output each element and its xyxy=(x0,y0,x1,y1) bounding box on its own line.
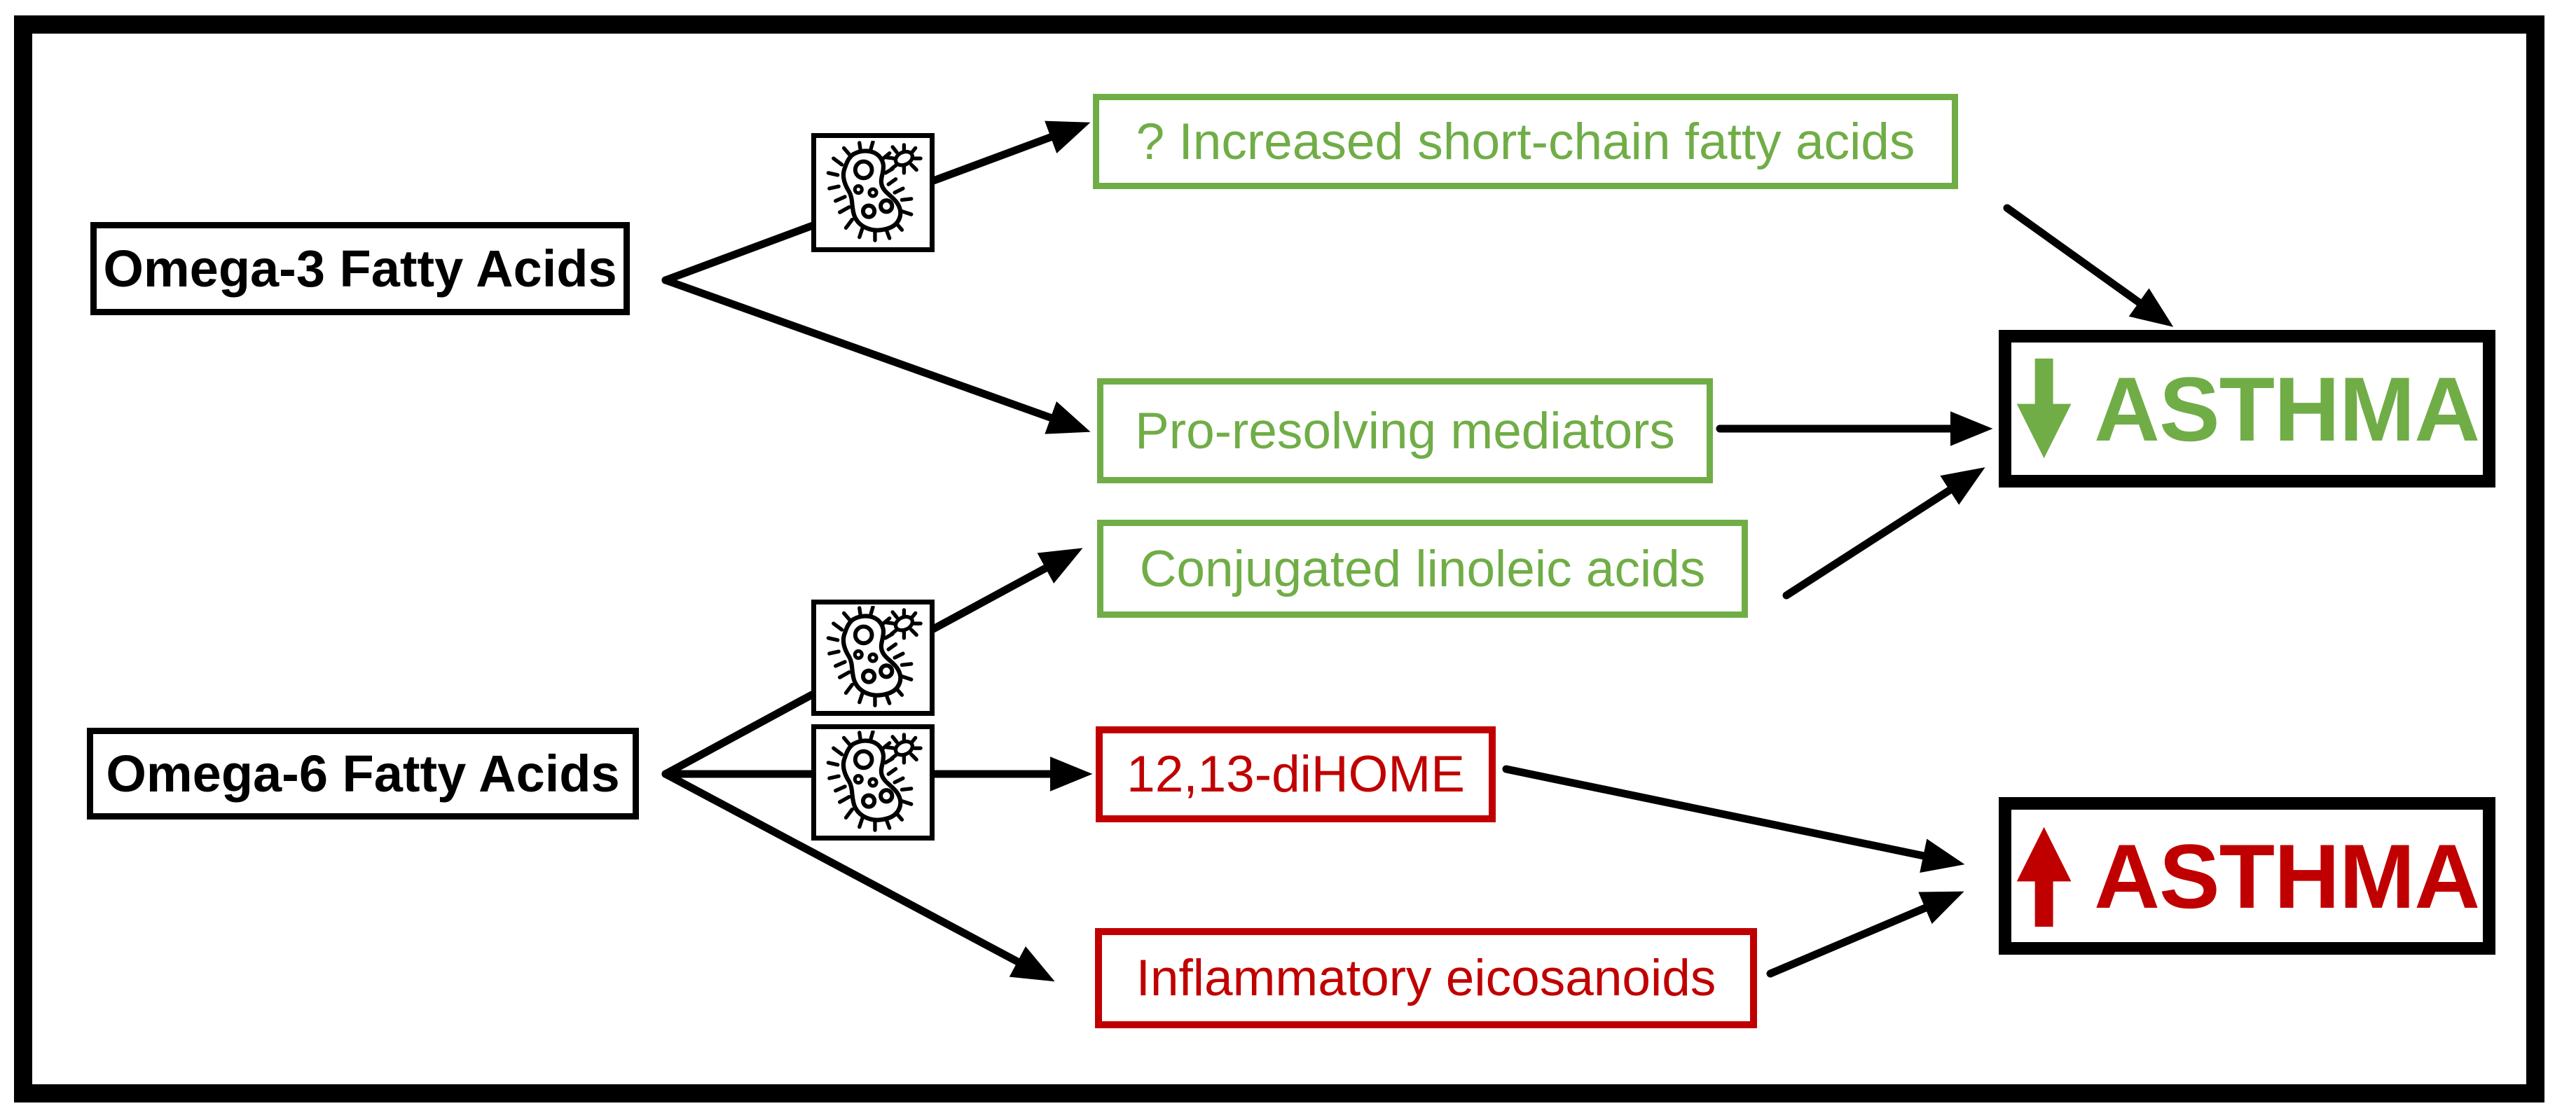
microbiome-icon-tile-omega6-upper xyxy=(811,600,935,716)
up-block-arrow-icon xyxy=(2016,827,2072,927)
pro-resolving-mediators-box: Pro-resolving mediators xyxy=(1097,378,1713,483)
arrow-omega6-to-eicosanoids xyxy=(661,770,1055,982)
arrow-omega3-to-spm xyxy=(661,276,1091,434)
decreased-asthma-box: ASTHMA xyxy=(1999,330,2495,488)
dihome-label: 12,13-diHOME xyxy=(1127,746,1465,803)
omega6-label: Omega-6 Fatty Acids xyxy=(106,744,620,803)
bacteria-icon xyxy=(821,141,925,244)
bacteria-icon xyxy=(821,606,925,710)
omega6-fatty-acids-box: Omega-6 Fatty Acids xyxy=(87,728,639,820)
bacteria-icon xyxy=(821,731,925,834)
arrow-cla-to-asthma-down xyxy=(1782,467,1985,600)
diagram-border xyxy=(14,15,2544,1102)
asthma-up-label: ASTHMA xyxy=(2094,824,2480,927)
down-block-arrow-icon xyxy=(2016,358,2072,458)
inflammatory-eicosanoids-box: Inflammatory eicosanoids xyxy=(1095,928,1757,1028)
spm-label: Pro-resolving mediators xyxy=(1135,402,1675,459)
cla-label: Conjugated linoleic acids xyxy=(1139,540,1706,597)
omega3-fatty-acids-box: Omega-3 Fatty Acids xyxy=(90,222,630,315)
increased-asthma-box: ASTHMA xyxy=(1999,797,2495,955)
dihome-box: 12,13-diHOME xyxy=(1096,726,1496,822)
conjugated-linoleic-acids-box: Conjugated linoleic acids xyxy=(1097,520,1748,618)
eicosanoids-label: Inflammatory eicosanoids xyxy=(1136,950,1716,1007)
microbiome-icon-tile-omega3 xyxy=(811,133,935,252)
short-chain-fatty-acids-box: ? Increased short-chain fatty acids xyxy=(1093,94,1958,189)
arrow-scfa-to-asthma-down xyxy=(2003,204,2174,327)
arrow-eicosanoids-to-asthma-up xyxy=(1766,891,1964,978)
scfa-label: ? Increased short-chain fatty acids xyxy=(1136,113,1915,170)
omega3-label: Omega-3 Fatty Acids xyxy=(103,239,617,298)
arrow-dihome-to-asthma-up xyxy=(1502,765,1965,873)
asthma-down-label: ASTHMA xyxy=(2094,357,2480,460)
microbiome-icon-tile-omega6-lower xyxy=(811,724,935,841)
